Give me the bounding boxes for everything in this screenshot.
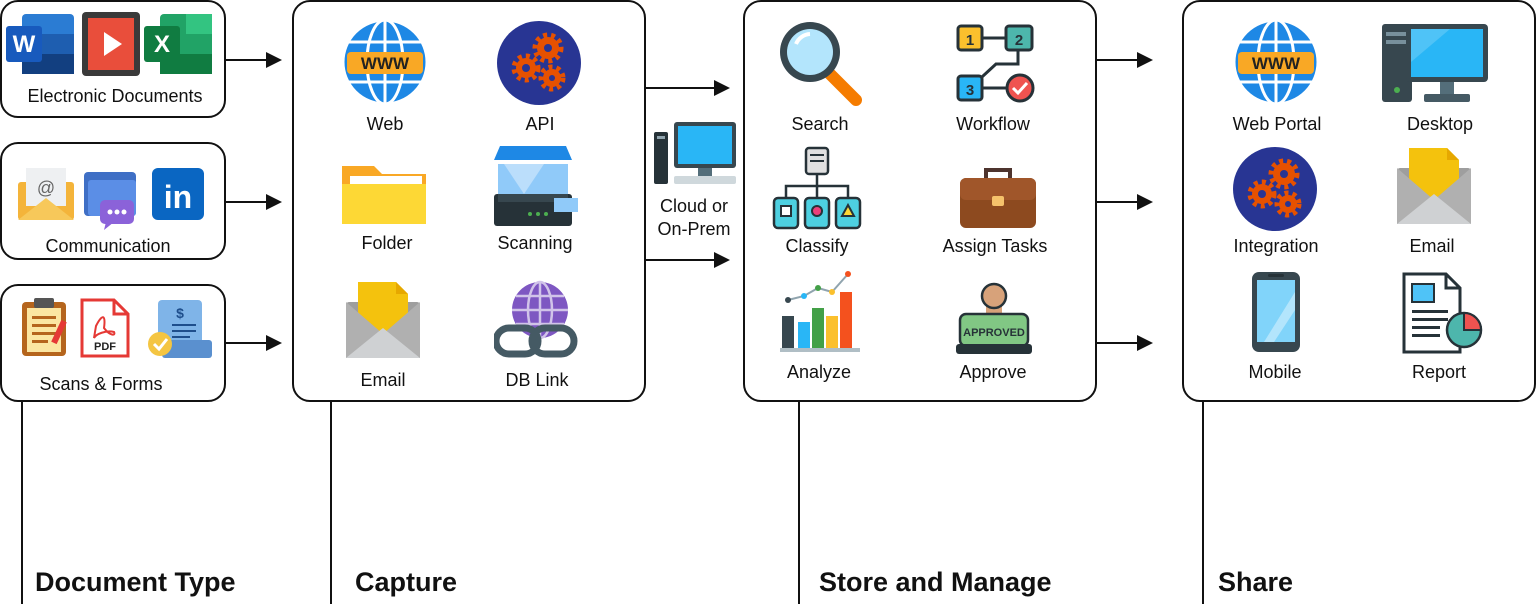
word-icon: W xyxy=(6,14,74,74)
stage-title-capture: Capture xyxy=(355,567,458,597)
share-email-icon xyxy=(1397,148,1471,224)
share-web-portal-label: Web Portal xyxy=(1232,114,1322,134)
workflow-step-3: 3 xyxy=(966,82,974,99)
approved-text: APPROVED xyxy=(963,327,1025,339)
arrow-store-to-share-2 xyxy=(1097,194,1153,210)
communication-label: Communication xyxy=(45,236,171,256)
capture-web-label: Web xyxy=(366,114,404,134)
desktop-icon xyxy=(1382,24,1488,102)
excel-icon: X xyxy=(144,14,212,74)
store-analyze-label: Analyze xyxy=(786,362,852,382)
workflow-step-1: 1 xyxy=(966,32,974,49)
capture-scanning-label: Scanning xyxy=(497,233,573,253)
document-type-line xyxy=(21,402,23,604)
magnifier-icon xyxy=(780,22,862,106)
share-integration-label: Integration xyxy=(1233,236,1319,256)
report-icon xyxy=(1402,272,1483,354)
deployment-line1: Cloud or xyxy=(659,196,729,216)
linkedin-letters: in xyxy=(164,179,192,215)
email-at-icon: @ xyxy=(18,168,74,220)
arrow-scans-to-capture xyxy=(226,335,282,351)
folder-icon xyxy=(342,166,426,224)
share-line xyxy=(1202,402,1204,604)
briefcase-icon xyxy=(960,168,1036,228)
store-search-label: Search xyxy=(791,114,849,134)
pdf-text: PDF xyxy=(94,341,116,353)
email-envelope-icon xyxy=(346,282,420,358)
deployment-line2: On-Prem xyxy=(657,219,731,239)
arrow-communication-to-capture xyxy=(226,194,282,210)
stage-title-store-manage: Store and Manage xyxy=(819,567,1052,597)
store-assign-tasks-label: Assign Tasks xyxy=(942,236,1048,256)
store-workflow-label: Workflow xyxy=(956,114,1030,134)
arrow-capture-to-store-bottom xyxy=(646,252,730,268)
video-icon xyxy=(82,12,140,76)
pdf-icon: PDF xyxy=(80,298,130,358)
dollar-sign: $ xyxy=(176,305,184,321)
arrow-electronic-to-capture xyxy=(226,52,282,68)
arrow-store-to-share-3 xyxy=(1097,335,1153,351)
chat-folder-icon xyxy=(84,172,136,230)
capture-db-link-label: DB Link xyxy=(505,370,569,390)
store-approve-label: Approve xyxy=(959,362,1027,382)
store-manage-line xyxy=(798,402,800,604)
stage-title-share: Share xyxy=(1218,567,1294,597)
workflow-step-2: 2 xyxy=(1015,32,1023,49)
mobile-icon xyxy=(1252,272,1300,352)
capture-email-label: Email xyxy=(360,370,406,390)
share-desktop-label: Desktop xyxy=(1406,114,1474,134)
capture-line xyxy=(330,402,332,604)
capture-folder-label: Folder xyxy=(361,233,413,253)
capture-api-label: API xyxy=(525,114,555,134)
linkedin-icon: in xyxy=(152,168,204,220)
approve-stamp-icon: APPROVED xyxy=(956,282,1032,354)
web-globe-icon: WWW xyxy=(341,18,429,106)
web-portal-globe-icon: WWW xyxy=(1232,18,1320,106)
analyze-chart-icon xyxy=(780,271,860,352)
integration-gears-icon xyxy=(1233,147,1317,231)
computer-icon xyxy=(654,122,736,184)
scans-forms-label: Scans & Forms xyxy=(39,374,163,394)
share-report-label: Report xyxy=(1411,362,1467,382)
arrow-store-to-share-1 xyxy=(1097,52,1153,68)
db-link-icon xyxy=(494,280,578,358)
electronic-documents-label: Electronic Documents xyxy=(27,86,203,106)
word-letter: W xyxy=(13,31,36,58)
www-text-share: WWW xyxy=(1252,54,1301,73)
www-text: WWW xyxy=(361,54,410,73)
workflow-icon: 1 2 3 xyxy=(956,24,1035,103)
at-symbol: @ xyxy=(37,178,55,198)
invoice-icon: $ xyxy=(148,300,212,358)
api-gears-icon xyxy=(497,21,581,105)
excel-letter: X xyxy=(154,31,170,58)
arrow-capture-to-store-top xyxy=(646,80,730,96)
share-mobile-label: Mobile xyxy=(1248,362,1302,382)
stage-title-document-type: Document Type xyxy=(35,567,236,597)
share-email-label: Email xyxy=(1409,236,1455,256)
store-classify-label: Classify xyxy=(785,236,849,256)
scanner-icon xyxy=(494,146,578,226)
classify-icon xyxy=(772,146,862,230)
clipboard-icon xyxy=(22,298,67,356)
